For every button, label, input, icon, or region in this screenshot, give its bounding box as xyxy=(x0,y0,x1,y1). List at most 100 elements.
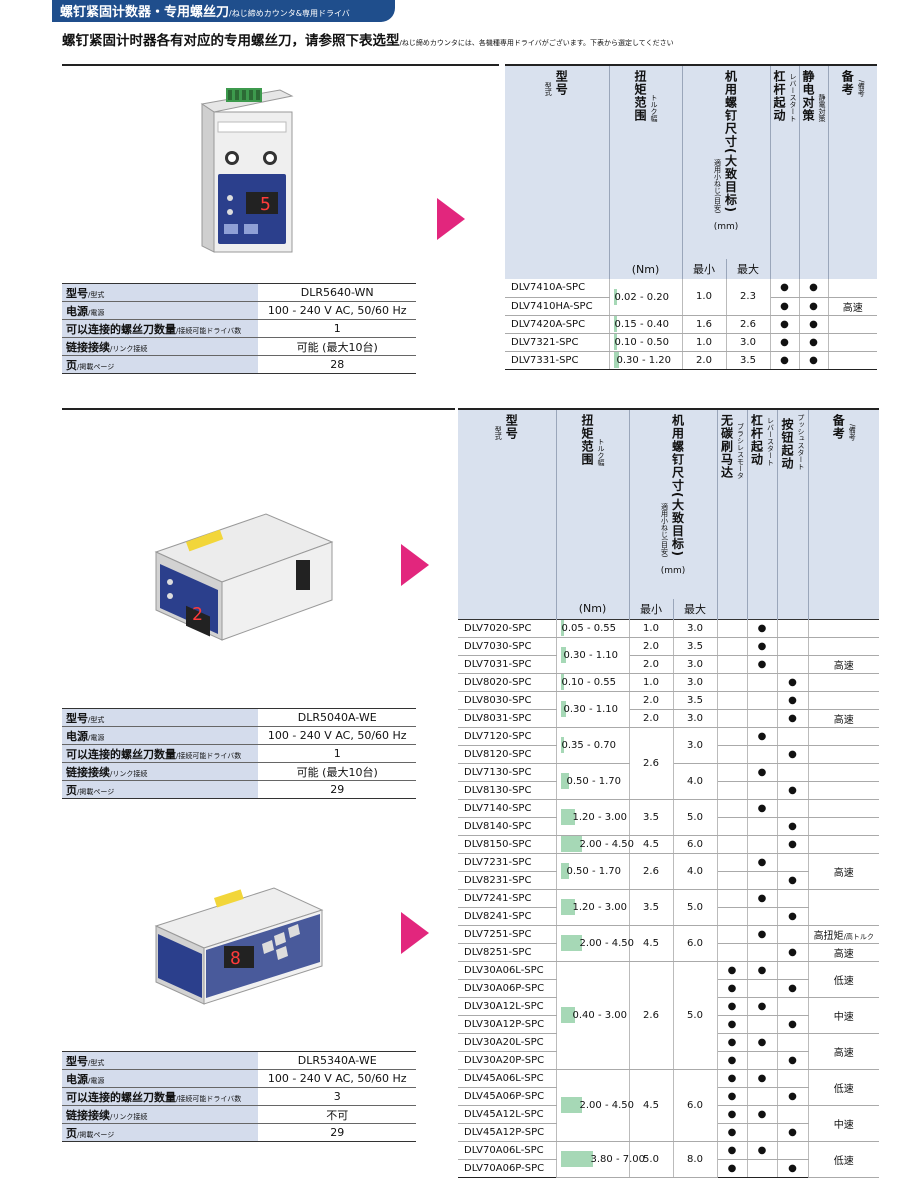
table-row: DLV8140-SPC● xyxy=(458,817,879,836)
torque-cell: 0.30 - 1.10 xyxy=(556,637,630,674)
lever-cell xyxy=(747,691,778,710)
col-remark-jp: /備考 xyxy=(848,423,857,440)
model-cell: DLV7251-SPC xyxy=(458,925,557,944)
max-cell: 5.0 xyxy=(673,799,718,836)
remark-text: 高速 xyxy=(833,714,854,726)
lever-cell: ● xyxy=(747,799,778,818)
lever-cell xyxy=(747,871,778,890)
unit-mm: (mm) xyxy=(713,221,739,232)
intro-main: 螺钉紧固计时器各有对应的专用螺丝刀，请参照下表选型 xyxy=(62,33,400,49)
subhead-blank xyxy=(717,599,748,619)
subhead-blank xyxy=(747,599,778,619)
esd-cell: ● xyxy=(799,351,829,370)
min-cell: 3.5 xyxy=(629,799,674,836)
push-cell xyxy=(777,1033,809,1052)
push-cell: ● xyxy=(777,907,809,926)
torque-range-bar xyxy=(560,737,564,753)
remark-cell: 高速 xyxy=(808,943,879,962)
lever-cell: ● xyxy=(747,925,778,944)
torque-range-bar xyxy=(560,773,569,789)
svg-text:8: 8 xyxy=(230,948,241,969)
spec-label-jp: /掲載ページ xyxy=(77,787,115,796)
max-cell: 3.0 xyxy=(673,709,718,728)
push-cell xyxy=(777,925,809,944)
max-cell: 3.0 xyxy=(673,655,718,674)
remark-cell xyxy=(808,763,879,782)
remark-cell xyxy=(828,279,877,298)
torque-value: 0.30 - 1.10 xyxy=(563,704,619,715)
spec-value: 29 xyxy=(258,780,416,799)
col-screw-jp: 適用小ねじ(目安) xyxy=(713,158,722,213)
push-cell xyxy=(777,618,809,638)
push-cell xyxy=(777,726,809,746)
svg-text:5: 5 xyxy=(260,194,271,215)
torque-cell: 0.50 - 1.70 xyxy=(556,852,630,890)
subhead-blank xyxy=(808,599,879,619)
lever-cell xyxy=(747,1015,778,1034)
lever-cell xyxy=(747,943,778,962)
model-cell: DLV30A20L-SPC xyxy=(458,1033,557,1052)
arrow-icon xyxy=(401,912,429,954)
subhead-min: 最小 xyxy=(629,599,674,619)
lever-cell: ● xyxy=(747,726,778,746)
torque-range-bar xyxy=(560,674,564,690)
spec-value: 1 xyxy=(258,319,416,338)
torque-cell: 2.00 - 4.50 xyxy=(556,835,634,854)
push-cell: ● xyxy=(777,709,809,728)
col-push-jp: プッシュスタート xyxy=(797,414,805,470)
model-cell: DLV8251-SPC xyxy=(458,943,557,962)
torque-range-bar xyxy=(560,701,566,717)
model-cell: DLV45A06P-SPC xyxy=(458,1087,557,1106)
lever-cell xyxy=(747,1159,778,1178)
push-cell: ● xyxy=(777,745,809,764)
col-model-label: 型号 xyxy=(504,414,519,440)
table-row: DLV8241-SPC● xyxy=(458,907,879,926)
controller-5040-image: 2 xyxy=(154,513,334,641)
table-row: DLV8120-SPC● xyxy=(458,745,879,764)
min-cell: 2.6 xyxy=(629,852,674,890)
torque-range-bar xyxy=(560,836,582,852)
torque-cell: 3.80 - 7.00 xyxy=(556,1140,645,1178)
spec-label: 电源 xyxy=(66,304,88,318)
model-cell: DLV8031-SPC xyxy=(458,709,557,728)
table-row: DLV45A12P-SPC●● xyxy=(458,1123,879,1142)
col-lever-label: 杠杆起动 xyxy=(772,70,786,122)
push-cell xyxy=(777,960,809,980)
push-cell xyxy=(777,1105,809,1124)
subhead-blank xyxy=(799,259,829,279)
torque-cell: 0.10 - 0.50 xyxy=(609,333,683,352)
remark-cell: 高扭矩/高トルク xyxy=(808,925,879,944)
model-cell: DLV7120-SPC xyxy=(458,726,557,746)
lever-cell xyxy=(747,673,778,692)
subhead-min: 最小 xyxy=(682,259,727,279)
spec-label: 链接接续 xyxy=(66,765,110,779)
subhead-nm: (Nm) xyxy=(609,259,683,279)
max-cell: 2.3 xyxy=(726,279,771,316)
model-cell: DLV30A20P-SPC xyxy=(458,1051,557,1070)
torque-cell: 0.10 - 0.55 xyxy=(556,673,630,692)
spec-label-jp: /型式 xyxy=(88,715,105,724)
table-row: DLV70A06P-SPC●● xyxy=(458,1159,879,1178)
push-cell: ● xyxy=(777,1159,809,1178)
lever-cell xyxy=(747,979,778,998)
model-cell: DLV7410HA-SPC xyxy=(505,297,610,316)
subhead-blank xyxy=(777,599,809,619)
lever-cell: ● xyxy=(747,1140,778,1160)
brushless-cell: ● xyxy=(717,960,748,980)
push-cell xyxy=(777,1140,809,1160)
spec-label: 型号 xyxy=(66,286,88,300)
torque-value: 0.10 - 0.50 xyxy=(614,337,670,348)
remark-cell xyxy=(808,726,879,746)
max-cell: 3.5 xyxy=(673,691,718,710)
spec-label: 型号 xyxy=(66,711,88,725)
lever-cell: ● xyxy=(770,315,800,334)
col-model: 型式型号 xyxy=(505,64,610,259)
